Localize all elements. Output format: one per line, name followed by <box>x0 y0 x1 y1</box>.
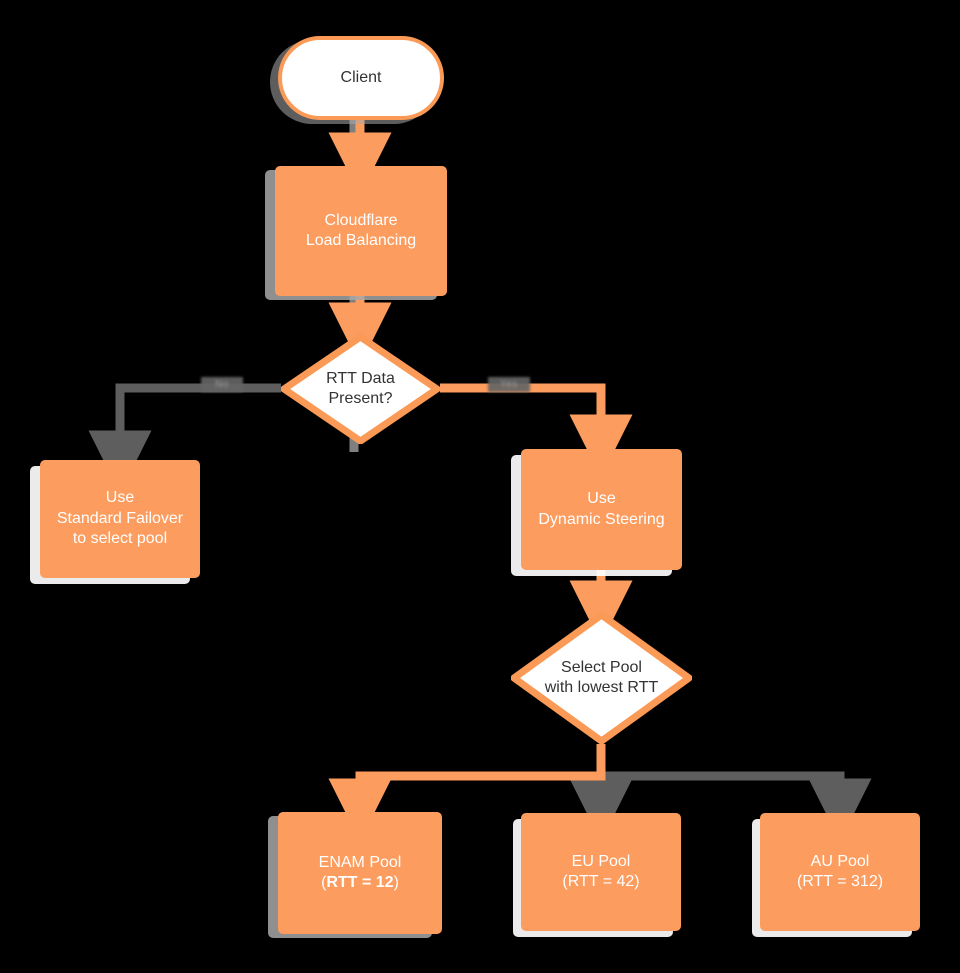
node-au-pool-label: AU Pool <box>810 852 870 870</box>
node-enam-pool-rtt: (RTT = 12) <box>321 873 399 893</box>
rtt-value: RTT = 12 <box>326 874 394 891</box>
paren-open: ( <box>321 874 327 891</box>
node-standard-failover-label: Use Standard Failover to select pool <box>56 489 184 548</box>
node-client[interactable]: Client <box>278 36 444 120</box>
node-rtt-decision[interactable]: RTT Data Present? <box>281 334 440 444</box>
node-enam-pool-label: ENAM Pool <box>318 853 402 871</box>
node-rtt-decision-label: RTT Data Present? <box>326 369 395 407</box>
node-select-pool-label: Select Pool with lowest RTT <box>544 658 659 696</box>
node-load-balancing-label: Cloudflare Load Balancing <box>305 211 417 249</box>
diamond-shape <box>281 334 440 444</box>
edge-label-no: No <box>201 377 243 392</box>
edge-rtt-to-dynamic-steering <box>440 383 633 478</box>
node-eu-pool-label: EU Pool <box>571 852 631 870</box>
edge-label-yes: Yes <box>488 377 530 392</box>
node-client-label: Client <box>340 68 382 86</box>
node-dynamic-steering[interactable]: Use Dynamic Steering <box>521 449 682 570</box>
node-standard-failover[interactable]: Use Standard Failover to select pool <box>40 460 200 578</box>
paren-close: ) <box>393 874 399 891</box>
edge-rtt-to-standard-failover <box>88 383 281 494</box>
node-enam-pool[interactable]: ENAM Pool (RTT = 12) <box>278 812 442 934</box>
node-eu-pool-rtt: (RTT = 42) <box>562 873 640 890</box>
node-dynamic-steering-label: Use Dynamic Steering <box>538 490 665 528</box>
edge-select-to-enam-pool <box>328 744 606 842</box>
node-eu-pool[interactable]: EU Pool (RTT = 42) <box>521 813 681 931</box>
node-select-pool[interactable]: Select Pool with lowest RTT <box>511 612 692 744</box>
node-load-balancing[interactable]: Cloudflare Load Balancing <box>275 166 447 296</box>
node-au-pool[interactable]: AU Pool (RTT = 312) <box>760 813 920 931</box>
node-au-pool-rtt: (RTT = 312) <box>796 873 884 890</box>
edge-select-to-au-pool <box>601 771 872 842</box>
diamond-shape <box>511 612 692 744</box>
